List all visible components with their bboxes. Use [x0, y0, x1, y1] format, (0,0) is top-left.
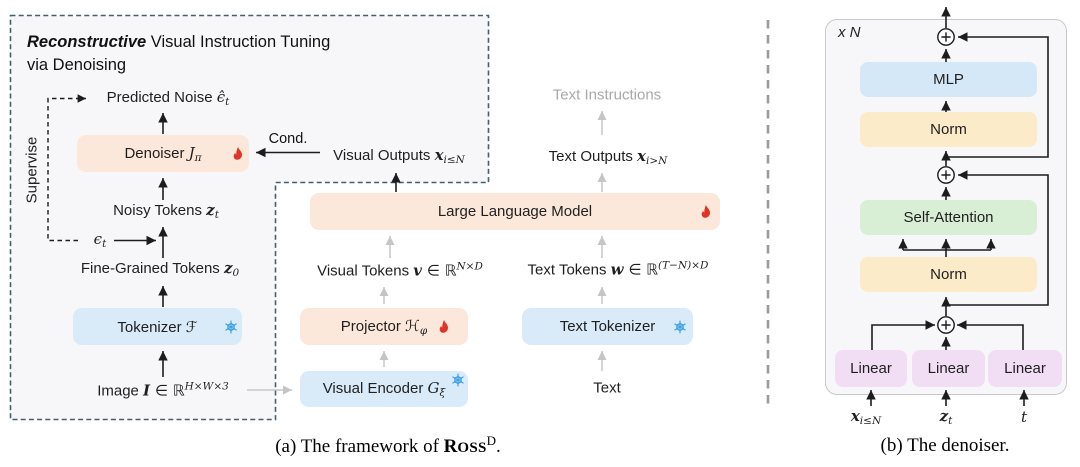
snowflake-icon [451, 373, 465, 387]
region-title-line1: Reconstructive Visual Instruction Tuning [27, 33, 331, 51]
input-noisy-label: zt [939, 407, 953, 427]
node-text-outputs: Text Outputs xi>N [548, 147, 668, 167]
visual-encoder-box: Visual Encoder Gξ [300, 371, 468, 407]
llm-label: Large Language Model [437, 203, 593, 220]
projector-label: Projector ℋφ [340, 316, 428, 337]
node-image: Image I ∈ ℝH×W×3 [97, 380, 229, 400]
node-epsilon: ϵt [93, 230, 107, 250]
mlp-label: MLP [933, 71, 964, 88]
llm-box: Large Language Model [310, 193, 720, 230]
node-text-tokens: Text Tokens w ∈ ℝ(T−N)×D [527, 259, 709, 279]
norm-top-label: Norm [930, 121, 967, 138]
node-visual-outputs: Visual Outputs xi≤N [333, 146, 465, 166]
tokenizer-box: Tokenizer ℱ [73, 308, 242, 345]
denoiser-box: Denoiser Jπ [77, 135, 249, 172]
norm-bottom-box: Norm [860, 257, 1037, 292]
linear-box-noisy: Linear [912, 350, 985, 387]
linear-label: Linear [1004, 360, 1046, 377]
input-timestep-label: t [1020, 408, 1028, 426]
supervise-label: Supervise [23, 136, 41, 204]
flame-icon [437, 319, 451, 335]
node-fine-grained-tokens: Fine-Grained Tokens z0 [80, 259, 240, 279]
mlp-box: MLP [860, 62, 1037, 97]
node-noisy-tokens: Noisy Tokens zt [113, 201, 219, 221]
norm-bottom-label: Norm [930, 266, 967, 283]
text-tokenizer-box: Text Tokenizer [522, 308, 693, 345]
input-cond-label: xi≤N [850, 407, 882, 427]
node-text-instructions: Text Instructions [552, 86, 662, 104]
node-text-input: Text [593, 379, 621, 397]
caption-b: (b) The denoiser. [880, 435, 1010, 456]
snowflake-icon [673, 320, 687, 334]
snowflake-icon [224, 320, 238, 334]
text-tokenizer-label: Text Tokenizer [559, 318, 656, 335]
self-attention-box: Self-Attention [860, 200, 1037, 235]
flame-icon [231, 146, 245, 162]
flame-icon [699, 204, 713, 220]
node-visual-tokens: Visual Tokens v ∈ ℝN×D [317, 260, 483, 280]
linear-box-cond: Linear [835, 350, 907, 387]
self-attention-label: Self-Attention [903, 209, 994, 226]
linear-label: Linear [850, 360, 892, 377]
projector-box: Projector ℋφ [300, 308, 468, 345]
region-title-line2: via Denoising [27, 55, 127, 74]
node-predicted-noise: Predicted Noise ϵ̂t [106, 88, 230, 108]
caption-a: (a) The framework of ROSSD. [275, 433, 501, 457]
denoiser-label: Denoiser Jπ [124, 143, 202, 164]
repeat-n-label: x N [838, 24, 861, 41]
linear-box-timestep: Linear [988, 350, 1062, 387]
cond-label: Cond. [268, 131, 308, 147]
tokenizer-label: Tokenizer ℱ [117, 317, 198, 336]
linear-label: Linear [927, 360, 970, 377]
region-title: Reconstructive Visual Instruction Tuning… [27, 31, 330, 76]
visual-encoder-label: Visual Encoder Gξ [322, 379, 446, 399]
norm-top-box: Norm [860, 112, 1037, 147]
